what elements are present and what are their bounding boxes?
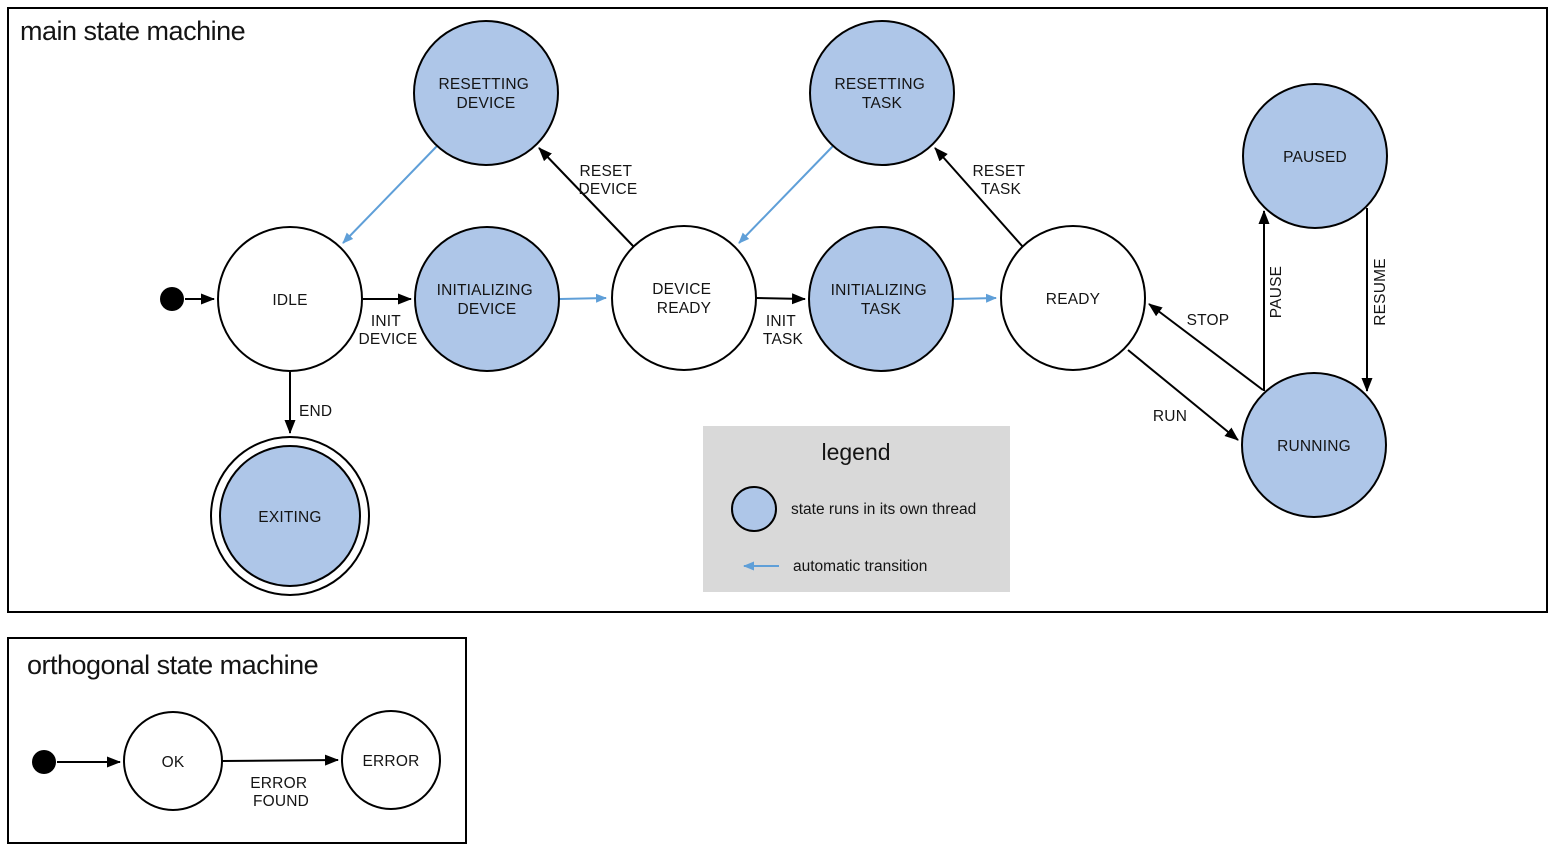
main-state-machine-container: main state machine INIT DEVICE RESET DEV…	[7, 7, 1548, 613]
automatic-transition-arrow	[953, 293, 997, 303]
automatic-transition-arrow	[559, 293, 607, 303]
state-circle	[611, 225, 757, 371]
transition-label: INIT DEVICE	[359, 313, 418, 348]
state-device-ready: DEVICE READY	[611, 225, 757, 371]
orthogonal-state-machine-container: orthogonal state machine ERROR FOUND OK …	[7, 637, 467, 844]
automatic-transition-arrow	[342, 145, 438, 244]
transition-device-ready-to-resetting-device: RESET DEVICE	[538, 147, 638, 248]
state-resetting-device: RESETTING DEVICE	[413, 20, 559, 166]
state-circle	[414, 226, 560, 372]
state-circle	[808, 226, 954, 372]
transition-idle-to-exiting: END	[284, 372, 332, 434]
transition-ready-to-resetting-task: RESET TASK	[934, 147, 1030, 248]
state-initializing-device: INITIALIZING DEVICE	[414, 226, 560, 372]
state-label: READY	[1046, 291, 1100, 308]
transition-label: RUN	[1153, 408, 1187, 425]
state-label: INITIALIZING TASK	[831, 282, 932, 318]
state-circle	[1000, 225, 1146, 371]
state-circle	[341, 710, 441, 810]
transition-initializing-device-to-device-ready-auto	[559, 293, 607, 303]
state-ok: OK	[123, 711, 223, 811]
transition-label: ERROR FOUND	[250, 775, 312, 810]
legend-item-label: state runs in its own thread	[791, 501, 976, 518]
state-label: ERROR	[363, 753, 420, 770]
transition-ok-to-error: ERROR FOUND	[221, 754, 339, 810]
state-ready: READY	[1000, 225, 1146, 371]
state-circle	[1242, 83, 1388, 229]
legend-item-automatic-transition: automatic transition	[743, 558, 927, 575]
state-error: ERROR	[341, 710, 441, 810]
state-label: RESETTING DEVICE	[438, 76, 533, 112]
state-label: INITIALIZING DEVICE	[437, 282, 538, 318]
state-circle	[413, 20, 559, 166]
transition-label: END	[299, 403, 332, 420]
legend-item-label: automatic transition	[793, 558, 927, 575]
transition-ready-to-running: RUN	[1127, 349, 1239, 441]
transition-resetting-device-to-idle-auto	[342, 145, 438, 244]
state-running: RUNNING	[1241, 372, 1387, 518]
state-exiting-final: EXITING	[210, 436, 370, 596]
state-circle	[217, 226, 363, 372]
transition-resetting-task-to-device-ready-auto	[738, 145, 834, 244]
legend: legend state runs in its own thread auto…	[703, 426, 1010, 592]
transition-initializing-task-to-ready-auto	[953, 293, 997, 303]
transition-arrow	[221, 754, 339, 766]
transition-label: RESET TASK	[973, 163, 1030, 198]
state-label: RUNNING	[1277, 438, 1351, 455]
transition-idle-to-initializing-device: INIT DEVICE	[359, 293, 418, 348]
automatic-transition-arrow	[738, 145, 834, 244]
state-circle	[809, 20, 955, 166]
transition-label: RESET DEVICE	[579, 163, 638, 198]
transition-running-to-paused: PAUSE	[1258, 210, 1285, 391]
transition-running-to-ready: STOP	[1148, 303, 1264, 391]
orthogonal-container-title: orthogonal state machine	[27, 650, 318, 680]
state-resetting-task: RESETTING TASK	[809, 20, 955, 166]
transition-label: PAUSE	[1268, 266, 1285, 318]
legend-item-threaded-state: state runs in its own thread	[731, 486, 976, 532]
state-label: OK	[162, 754, 185, 771]
state-label: EXITING	[258, 509, 321, 526]
transition-paused-to-running: RESUME	[1361, 208, 1389, 392]
transition-arrow	[755, 293, 806, 305]
state-label: IDLE	[272, 292, 307, 309]
transition-arrow	[538, 147, 635, 248]
transition-arrow	[1148, 303, 1264, 391]
transition-label: INIT TASK	[763, 313, 804, 348]
state-idle: IDLE	[217, 226, 363, 372]
main-container-title: main state machine	[20, 16, 245, 46]
transition-arrow	[1127, 349, 1239, 441]
state-paused: PAUSED	[1242, 83, 1388, 229]
initial-state-dot	[32, 750, 56, 774]
state-circle	[219, 445, 361, 587]
legend-title: legend	[821, 439, 890, 465]
state-label: PAUSED	[1283, 149, 1347, 166]
state-label: RESETTING TASK	[834, 76, 929, 112]
threaded-state-circle	[731, 486, 777, 532]
state-circle	[1241, 372, 1387, 518]
state-initializing-task: INITIALIZING TASK	[808, 226, 954, 372]
transition-label: RESUME	[1372, 258, 1389, 326]
transition-label: STOP	[1187, 312, 1230, 329]
transition-device-ready-to-initializing-task: INIT TASK	[755, 293, 806, 348]
state-circle	[123, 711, 223, 811]
state-label: DEVICE READY	[652, 281, 715, 317]
initial-state-dot	[160, 287, 184, 311]
transition-arrow	[934, 147, 1024, 248]
